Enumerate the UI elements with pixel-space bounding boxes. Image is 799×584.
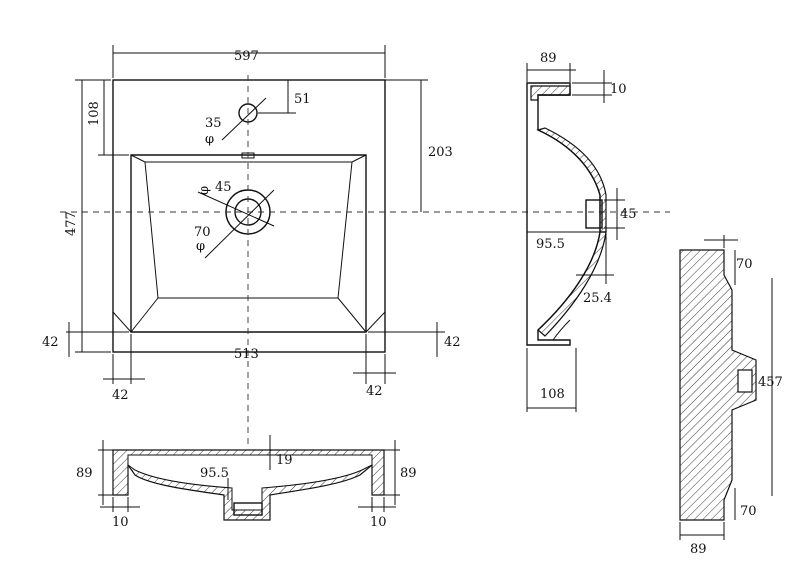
dim-right-top-offset: 70 xyxy=(736,257,753,272)
side-section-view: 89 10 45 95.5 25.4 108 xyxy=(526,51,637,412)
dim-side-thickness: 10 xyxy=(610,82,627,97)
basin-bowl-outline xyxy=(130,154,367,333)
dim-overall-width: 597 xyxy=(234,49,259,64)
dim-to-waste: 203 xyxy=(428,145,453,160)
dim-right-width: 89 xyxy=(690,542,707,557)
right-elevation-view: 70 457 70 89 xyxy=(679,235,783,557)
dim-back-to-basin: 108 xyxy=(87,101,102,126)
front-waste-fitting xyxy=(233,502,263,516)
right-elevation-outline xyxy=(679,249,757,521)
dim-tap-offset: 51 xyxy=(294,92,311,107)
dim-waste-inner-symbol: φ xyxy=(197,186,212,195)
front-section-view: 89 89 95.5 19 10 10 xyxy=(76,435,417,530)
dim-overall-depth: 477 xyxy=(64,211,79,236)
dim-tap-dia-symbol: φ xyxy=(205,132,214,147)
dim-side-top-width: 89 xyxy=(540,51,557,66)
dim-front-tap: 19 xyxy=(276,453,293,468)
dim-basin-width: 513 xyxy=(234,347,259,362)
dim-side-waste-depth: 95.5 xyxy=(536,237,565,252)
dim-waste-outer-symbol: φ xyxy=(196,239,205,254)
dim-side-base-depth: 108 xyxy=(540,387,565,402)
dim-tap-dia: 35 xyxy=(205,116,222,131)
dim-bottom-right-rim: 42 xyxy=(366,384,383,399)
dim-side-waste-width: 45 xyxy=(620,207,637,222)
dim-side-outlet-offset: 25.4 xyxy=(583,291,612,306)
dim-waste-outer: 70 xyxy=(194,225,211,240)
dim-left-rim: 42 xyxy=(42,335,59,350)
side-waste-fitting xyxy=(585,199,603,229)
dim-front-height-right: 89 xyxy=(400,466,417,481)
dim-front-wall-right: 10 xyxy=(370,515,387,530)
dim-front-height-left: 89 xyxy=(76,466,93,481)
basin-outline xyxy=(112,79,386,353)
dim-front-wall-left: 10 xyxy=(112,515,129,530)
dim-right-bottom-offset: 70 xyxy=(740,504,757,519)
basin-floor-outline xyxy=(144,161,353,299)
dim-right-rim: 42 xyxy=(444,335,461,350)
dim-front-waste-depth: 95.5 xyxy=(200,466,229,481)
right-waste-fitting xyxy=(737,369,753,393)
top-view: 597 477 108 51 35 φ 203 45 φ 70 φ 513 xyxy=(42,45,670,445)
dim-bottom-left-rim: 42 xyxy=(112,388,129,403)
front-bowl-inner xyxy=(127,454,373,511)
dim-right-height: 457 xyxy=(758,375,783,390)
dim-waste-inner: 45 xyxy=(215,180,232,195)
